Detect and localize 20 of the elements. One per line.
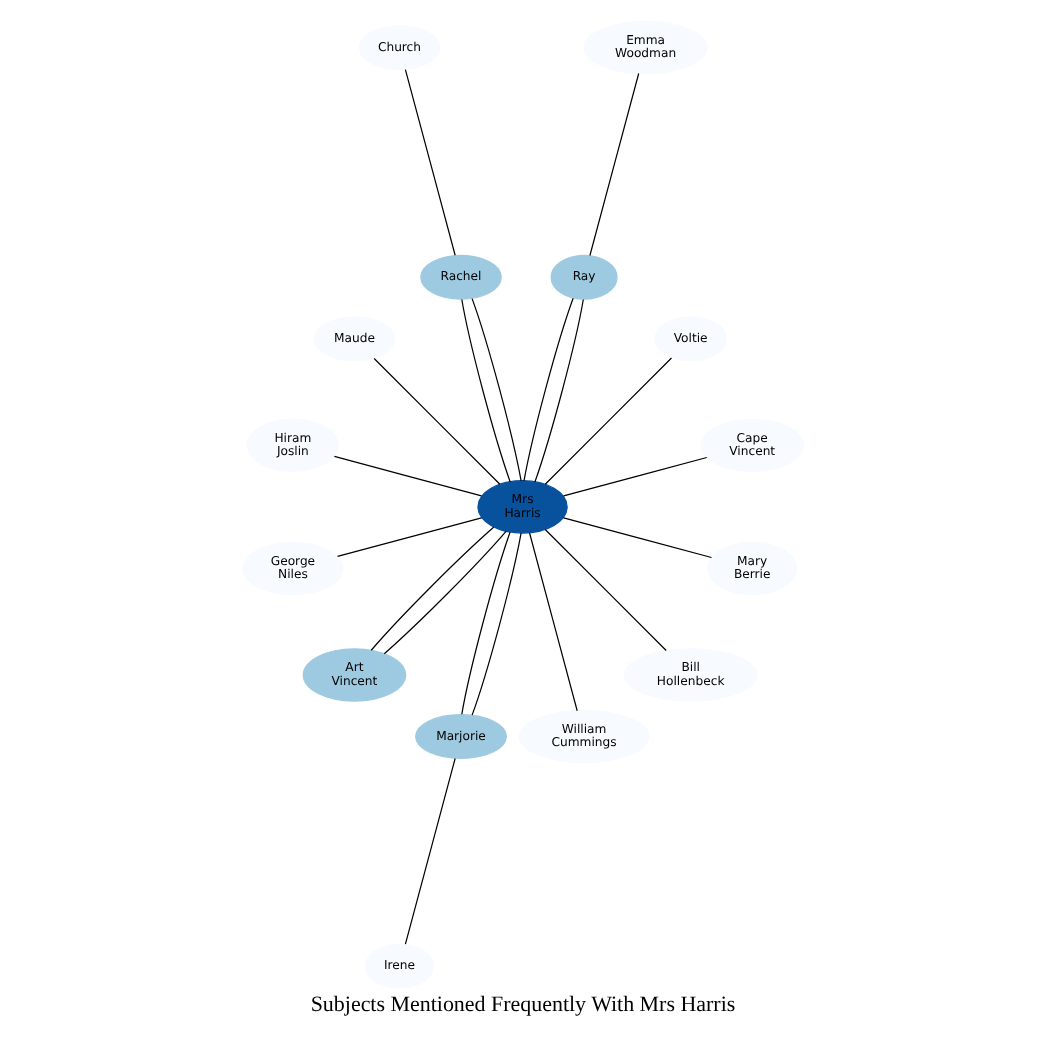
- connector: [404, 69, 456, 256]
- connector: [336, 517, 483, 558]
- connector: [461, 531, 511, 715]
- connector: [544, 357, 673, 485]
- connector: [534, 298, 584, 483]
- connector: [528, 532, 578, 712]
- connector: [333, 455, 483, 497]
- connector: [471, 532, 522, 716]
- connector: [373, 357, 501, 485]
- connector: [563, 517, 713, 559]
- connector: [563, 456, 708, 497]
- diagram-title: Subjects Mentioned Frequently With Mrs Harris: [310, 992, 736, 1017]
- connector: [589, 72, 640, 257]
- connector: [544, 528, 667, 652]
- connector: [461, 298, 511, 483]
- connector: [404, 757, 456, 945]
- connector: [383, 530, 507, 655]
- connector: [471, 297, 522, 482]
- connector: [370, 526, 495, 651]
- connector: [523, 297, 574, 482]
